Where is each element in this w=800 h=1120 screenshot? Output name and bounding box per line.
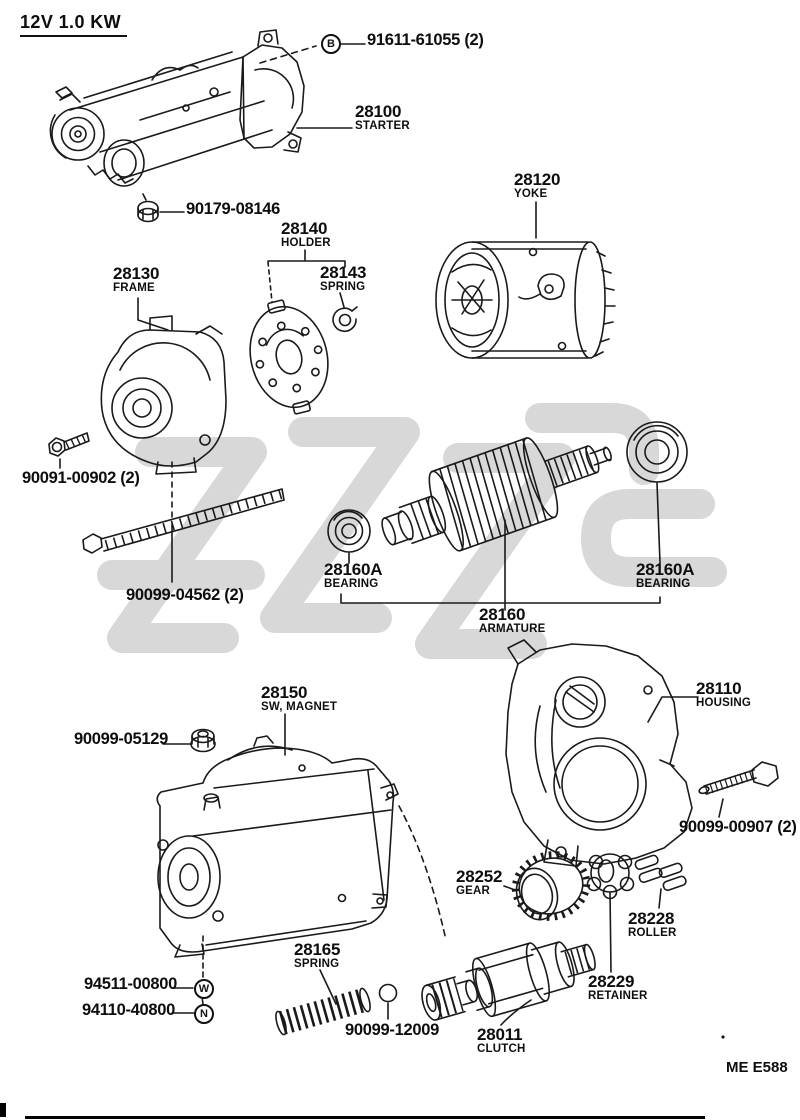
yoke-drawing	[435, 201, 616, 359]
callout-brush-spring-number: 28143	[320, 263, 367, 282]
callout-yoke: 28120 YOKE	[514, 171, 560, 201]
callout-drive-spring-number: 28165	[294, 940, 341, 959]
callout-roller-name: ROLLER	[628, 926, 677, 939]
callout-retainer: 28229 RETAINER	[588, 973, 648, 1003]
part-number-washer: 94511-00800	[84, 975, 178, 993]
brush-spring-drawing	[332, 292, 358, 333]
nut-05129-drawing	[162, 728, 216, 753]
callout-bearing-left-number: 28160A	[324, 560, 383, 579]
callout-bearing-right-name: BEARING	[636, 577, 691, 590]
callout-holder-number: 28140	[281, 219, 328, 238]
bolt-b-symbol: B	[321, 34, 341, 54]
part-number-bolt-through: 90099-04562 (2)	[126, 586, 244, 604]
callout-sw-magnet-number: 28150	[261, 683, 308, 702]
callout-clutch-number: 28011	[477, 1025, 523, 1044]
ball-drawing	[378, 983, 398, 1020]
watermark-logo	[97, 403, 727, 659]
callout-housing-number: 28110	[696, 679, 742, 698]
callout-drive-spring: 28165 SPRING	[294, 941, 340, 971]
callout-bearing-left-name: BEARING	[324, 577, 379, 590]
callout-clutch-name: CLUTCH	[477, 1042, 526, 1055]
callout-starter-name: STARTER	[355, 119, 410, 132]
brush-holder-drawing	[249, 249, 346, 415]
callout-housing: 28110 HOUSING	[696, 680, 751, 710]
bearing-label-connector	[340, 593, 661, 604]
callout-yoke-name: YOKE	[514, 187, 548, 200]
callout-armature-name: ARMATURE	[479, 622, 546, 635]
bearing-right-drawing	[626, 421, 688, 564]
callout-starter-number: 28100	[355, 102, 402, 121]
callout-frame-number: 28130	[113, 264, 160, 283]
scan-artifact-bar	[25, 1116, 705, 1119]
callout-yoke-number: 28120	[514, 170, 561, 189]
callout-frame: 28130 FRAME	[113, 265, 159, 295]
spec-label: 12V 1.0 KW	[20, 12, 128, 37]
page-code: ME E588	[726, 1059, 788, 1076]
callout-armature-number: 28160	[479, 605, 526, 624]
part-number-nut-terminal: 90099-05129	[74, 730, 168, 748]
bolt-b-letter: B	[327, 38, 335, 50]
bolt-b-leader	[259, 43, 366, 64]
washer-symbol: W	[194, 979, 214, 999]
callout-clutch: 28011 CLUTCH	[477, 1026, 525, 1056]
screw-90091-drawing	[48, 432, 90, 469]
callout-bearing-right-number: 28160A	[636, 560, 695, 579]
drive-spring-drawing	[275, 969, 371, 1036]
clutch-drawing	[398, 805, 596, 1026]
nut-magnet-symbol: N	[194, 1004, 214, 1024]
callout-bearing-right: 28160A BEARING	[636, 560, 695, 591]
magnet-switch-drawing	[156, 713, 399, 1014]
misc-marks	[159, 127, 725, 1039]
roller-drawing	[634, 854, 687, 909]
nut-90179-drawing	[137, 193, 159, 223]
callout-roller: 28228 ROLLER	[628, 910, 676, 940]
housing-drawing	[505, 639, 699, 867]
callout-gear-number: 28252	[456, 867, 503, 886]
callout-drive-spring-name: SPRING	[294, 957, 340, 970]
washer-letter: W	[198, 983, 210, 995]
callout-retainer-number: 28229	[588, 972, 635, 991]
callout-retainer-name: RETAINER	[588, 989, 648, 1002]
print-registration-mark	[0, 1103, 6, 1117]
part-number-ball: 90099-12009	[345, 1021, 439, 1039]
part-number-nut-magnet: 94110-40800	[82, 1001, 176, 1019]
callout-holder: 28140 HOLDER	[281, 220, 331, 250]
bolt-00907-drawing	[698, 761, 779, 818]
retainer-drawing	[586, 853, 635, 973]
starter-assembly-drawing	[49, 29, 305, 187]
callout-brush-spring-name: SPRING	[320, 280, 366, 293]
bearing-left-drawing	[327, 509, 371, 564]
nut-magnet-letter: N	[200, 1008, 208, 1020]
callout-bearing-left: 28160A BEARING	[324, 560, 383, 591]
part-number-bolt-b: 91611-61055 (2)	[367, 31, 484, 49]
frame-drawing	[100, 297, 227, 475]
callout-armature: 28160 ARMATURE	[479, 606, 546, 636]
callout-brush-spring: 28143 SPRING	[320, 264, 366, 294]
part-number-screw-frame: 90091-00902 (2)	[22, 469, 140, 487]
callout-holder-name: HOLDER	[281, 236, 331, 249]
callout-gear-name: GEAR	[456, 884, 491, 897]
callout-frame-name: FRAME	[113, 281, 155, 294]
callout-starter: 28100 STARTER	[355, 103, 410, 133]
part-number-nut-through: 90179-08146	[186, 200, 280, 218]
armature-drawing	[381, 437, 612, 611]
callout-roller-number: 28228	[628, 909, 675, 928]
callout-sw-magnet-name: SW, MAGNET	[261, 700, 338, 713]
callout-sw-magnet: 28150 SW, MAGNET	[261, 684, 337, 714]
callout-housing-name: HOUSING	[696, 696, 752, 709]
callout-gear: 28252 GEAR	[456, 868, 502, 898]
part-number-bolt-housing: 90099-00907 (2)	[679, 818, 797, 836]
gear-drawing	[503, 851, 591, 921]
through-bolt-drawing	[82, 461, 285, 583]
